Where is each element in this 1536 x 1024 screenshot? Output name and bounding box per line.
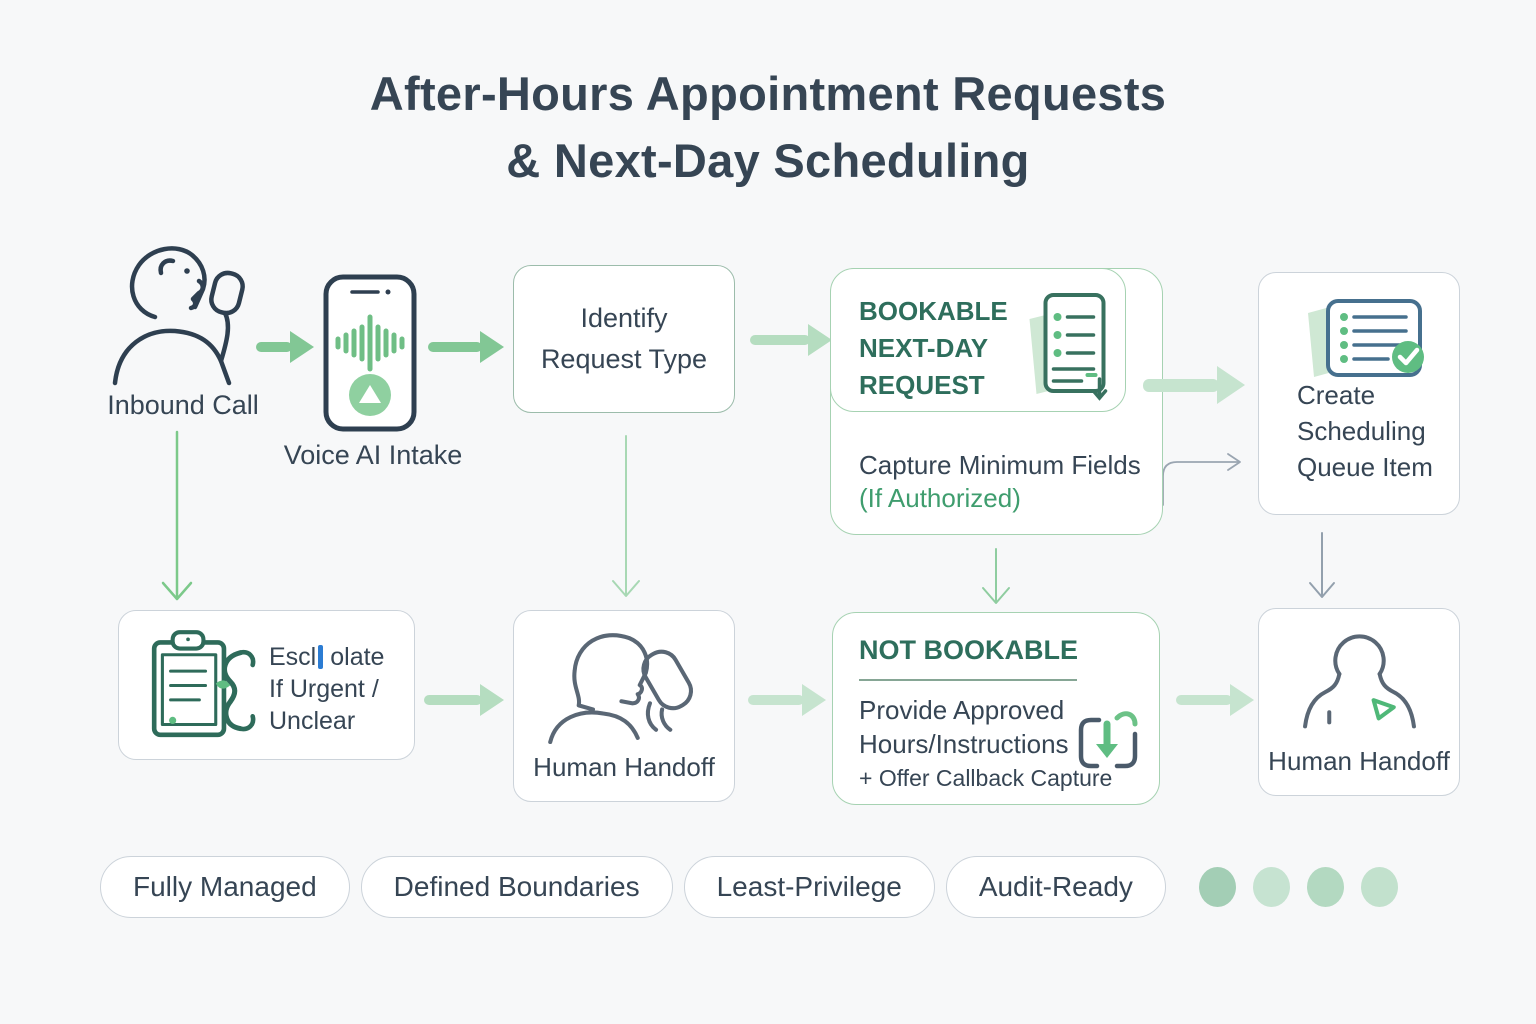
arrow-handoff-to-notbookable — [748, 684, 826, 716]
arrow-bookable-to-createqueue — [1143, 366, 1245, 404]
escalate-line-2: If Urgent / — [269, 675, 379, 703]
badge-row: Fully Managed Defined Boundaries Least-P… — [100, 856, 1398, 918]
bookable-inner-box: BOOKABLE NEXT-DAY REQUEST — [830, 268, 1126, 412]
identify-line-1: Identify — [580, 303, 668, 333]
if-authorized-text: (If Authorized) — [859, 483, 1021, 513]
page-title: After-Hours Appointment Requests & Next-… — [0, 60, 1536, 194]
text-cursor-artifact — [318, 645, 324, 669]
identify-request-type-box: Identify Request Type — [513, 265, 735, 413]
bookable-heading: BOOKABLE NEXT-DAY REQUEST — [859, 296, 1008, 400]
title-line-2: & Next-Day Scheduling — [506, 134, 1030, 187]
arrow-escalate-to-handoff — [424, 684, 504, 716]
human-handoff-phone-icon — [548, 633, 694, 745]
arrow-notbookable-to-handoff — [1176, 684, 1254, 716]
arrow-voiceai-to-identify — [428, 331, 504, 363]
inbound-call-label: Inbound Call — [107, 390, 259, 420]
human-handoff-right-box: Human Handoff — [1258, 608, 1460, 796]
capture-minimum-fields-text: Capture Minimum Fields — [859, 450, 1141, 480]
voice-ai-intake-label: Voice AI Intake — [283, 440, 463, 470]
escalate-line-3: Unclear — [269, 707, 356, 735]
not-bookable-box: NOT BOOKABLE Provide Approved Hours/Inst… — [832, 612, 1160, 805]
create-queue-box: Create Scheduling Queue Item — [1258, 272, 1460, 515]
connector-inbound-to-escalate — [161, 430, 193, 601]
arrow-inbound-to-voiceai — [256, 331, 314, 363]
create-queue-label: Create Scheduling Queue Item — [1297, 380, 1433, 482]
status-dot — [1306, 867, 1344, 907]
person-silhouette-icon — [1303, 634, 1416, 729]
human-handoff-left-box: Human Handoff — [513, 610, 735, 802]
bookable-body: Capture Minimum Fields (If Authorized) — [859, 449, 1141, 515]
divider — [859, 679, 1077, 681]
human-handoff-left-label: Human Handoff — [533, 752, 715, 782]
connector-fields-to-createqueue — [1162, 453, 1241, 506]
callback-capture-icon — [1078, 711, 1138, 769]
badge-defined-boundaries: Defined Boundaries — [360, 856, 673, 918]
inbound-caller-icon — [112, 246, 245, 386]
identify-line-2: Request Type — [540, 344, 708, 374]
not-bookable-heading: NOT BOOKABLE — [859, 635, 1078, 665]
voice-ai-phone-icon — [323, 274, 417, 432]
not-bookable-body: Provide Approved Hours/Instructions + Of… — [859, 695, 1113, 791]
status-dot — [1198, 867, 1236, 907]
connector-bookable-to-notbookable — [982, 548, 1010, 604]
status-dot — [1360, 867, 1398, 907]
badge-audit-ready: Audit-Ready — [945, 856, 1166, 918]
status-dot — [1252, 867, 1290, 907]
connector-identify-to-handoff — [612, 435, 640, 597]
badge-least-privilege: Least-Privilege — [683, 856, 935, 918]
connector-createqueue-to-handoff — [1309, 532, 1335, 598]
bookable-document-icon — [1029, 293, 1108, 401]
human-handoff-right-label: Human Handoff — [1268, 746, 1450, 776]
scheduling-queue-icon — [1308, 299, 1424, 377]
status-dots — [1198, 867, 1398, 907]
badge-fully-managed: Fully Managed — [100, 856, 350, 918]
arrow-identify-to-bookable — [750, 324, 832, 356]
title-line-1: After-Hours Appointment Requests — [369, 67, 1167, 120]
escalate-clipboard-phone-icon — [151, 630, 256, 738]
